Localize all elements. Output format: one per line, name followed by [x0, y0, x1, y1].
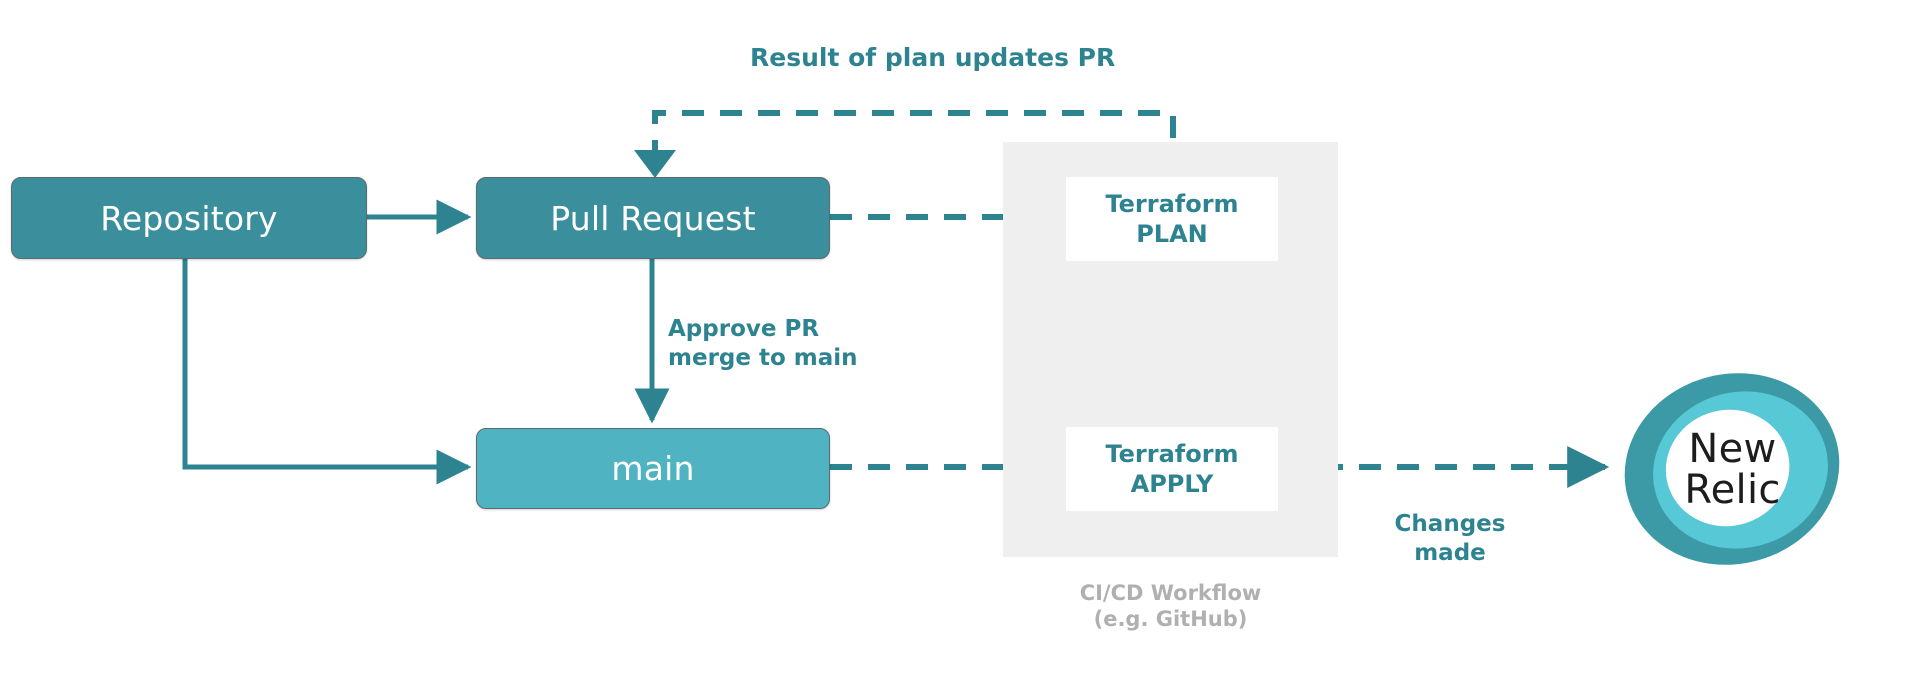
edge-label-changes-made: Changes made — [1355, 510, 1545, 568]
node-pull-request-label: Pull Request — [550, 198, 756, 238]
new-relic-logo-line-2: Relic — [1684, 466, 1781, 513]
node-main-label: main — [611, 449, 695, 488]
edge-label-approve-line-1: Approve PR — [668, 316, 820, 342]
edge-label-changes-line-2: made — [1414, 539, 1486, 566]
cicd-caption-line-1: CI/CD Workflow — [1079, 581, 1262, 605]
new-relic-logo-text: New Relic — [1610, 372, 1855, 567]
feedback-annotation-label: Result of plan updates PR — [750, 43, 1116, 72]
cicd-caption-line-2: (e.g. GitHub) — [1093, 607, 1248, 632]
job-terraform-apply[interactable]: Terraform APPLY — [1066, 427, 1278, 511]
edge-label-approve-line-2: merge to main — [668, 344, 858, 371]
node-main[interactable]: main — [476, 428, 830, 509]
edge-label-approve-pr: Approve PR merge to main — [668, 315, 858, 373]
job-terraform-plan-line-1: Terraform — [1105, 190, 1239, 218]
job-terraform-plan-label: Terraform PLAN — [1105, 189, 1238, 249]
new-relic-logo: New Relic — [1610, 372, 1855, 567]
edge-repository-to-main — [182, 258, 472, 485]
node-repository-label: Repository — [100, 198, 278, 238]
job-terraform-plan[interactable]: Terraform PLAN — [1066, 177, 1278, 261]
edge-label-changes-line-1: Changes — [1394, 511, 1506, 537]
new-relic-logo-line-1: New — [1688, 425, 1777, 472]
new-relic-logo-mark — [1624, 373, 1840, 565]
cicd-workflow-caption: CI/CD Workflow (e.g. GitHub) — [1003, 580, 1338, 633]
node-repository[interactable]: Repository — [11, 177, 367, 259]
job-terraform-apply-label: Terraform APPLY — [1105, 439, 1238, 499]
edge-terraform-plan-to-pull-request-feedback — [634, 110, 1176, 178]
job-terraform-plan-line-2: PLAN — [1136, 220, 1208, 248]
node-pull-request[interactable]: Pull Request — [476, 177, 830, 259]
job-terraform-apply-line-1: Terraform — [1105, 440, 1239, 468]
job-terraform-apply-line-2: APPLY — [1130, 470, 1214, 498]
